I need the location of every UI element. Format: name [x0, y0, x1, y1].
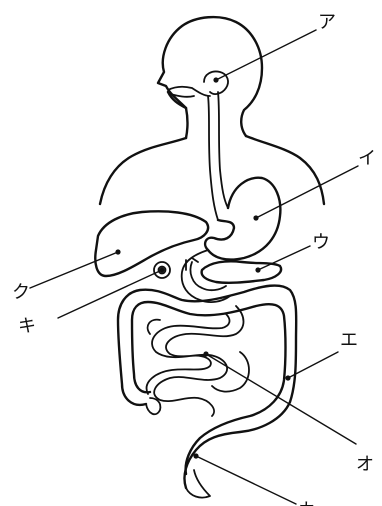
leader-ki-dot — [159, 267, 164, 272]
head-outline — [158, 17, 262, 136]
left-shoulder-outline — [100, 138, 186, 204]
right-shoulder-outline — [246, 136, 324, 204]
leader-u — [258, 246, 310, 270]
label-e: エ — [340, 330, 358, 351]
leader-ki — [58, 270, 162, 318]
leader-e-dot — [285, 375, 290, 380]
leader-o — [206, 354, 356, 444]
leader-ka-dot — [193, 453, 198, 458]
leader-lines — [30, 30, 358, 504]
appendix — [146, 398, 160, 414]
label-ku: ク — [12, 282, 30, 303]
leader-ku-dot — [115, 249, 120, 254]
body-outline — [100, 17, 324, 204]
label-ka: カ — [298, 500, 316, 506]
esophagus-right-wall — [218, 92, 228, 208]
esophagus-left-wall — [208, 96, 218, 220]
leader-i — [256, 166, 358, 218]
stomach — [205, 178, 280, 260]
pharynx-loop — [204, 71, 228, 94]
leader-ku — [30, 252, 118, 288]
label-o: オ — [356, 454, 374, 475]
small-intestine — [147, 306, 249, 416]
leader-i-dot — [253, 215, 258, 220]
rectum-end — [186, 470, 210, 498]
label-u: ウ — [312, 232, 330, 253]
label-a: ア — [318, 12, 336, 33]
label-ki: キ — [18, 316, 36, 337]
label-i: イ — [358, 148, 376, 169]
leader-u-dot — [255, 267, 260, 272]
leader-ka — [196, 456, 296, 504]
leader-a — [216, 30, 316, 80]
leader-o-dot — [203, 351, 208, 356]
leader-a-dot — [213, 77, 218, 82]
esophagus — [208, 92, 228, 220]
